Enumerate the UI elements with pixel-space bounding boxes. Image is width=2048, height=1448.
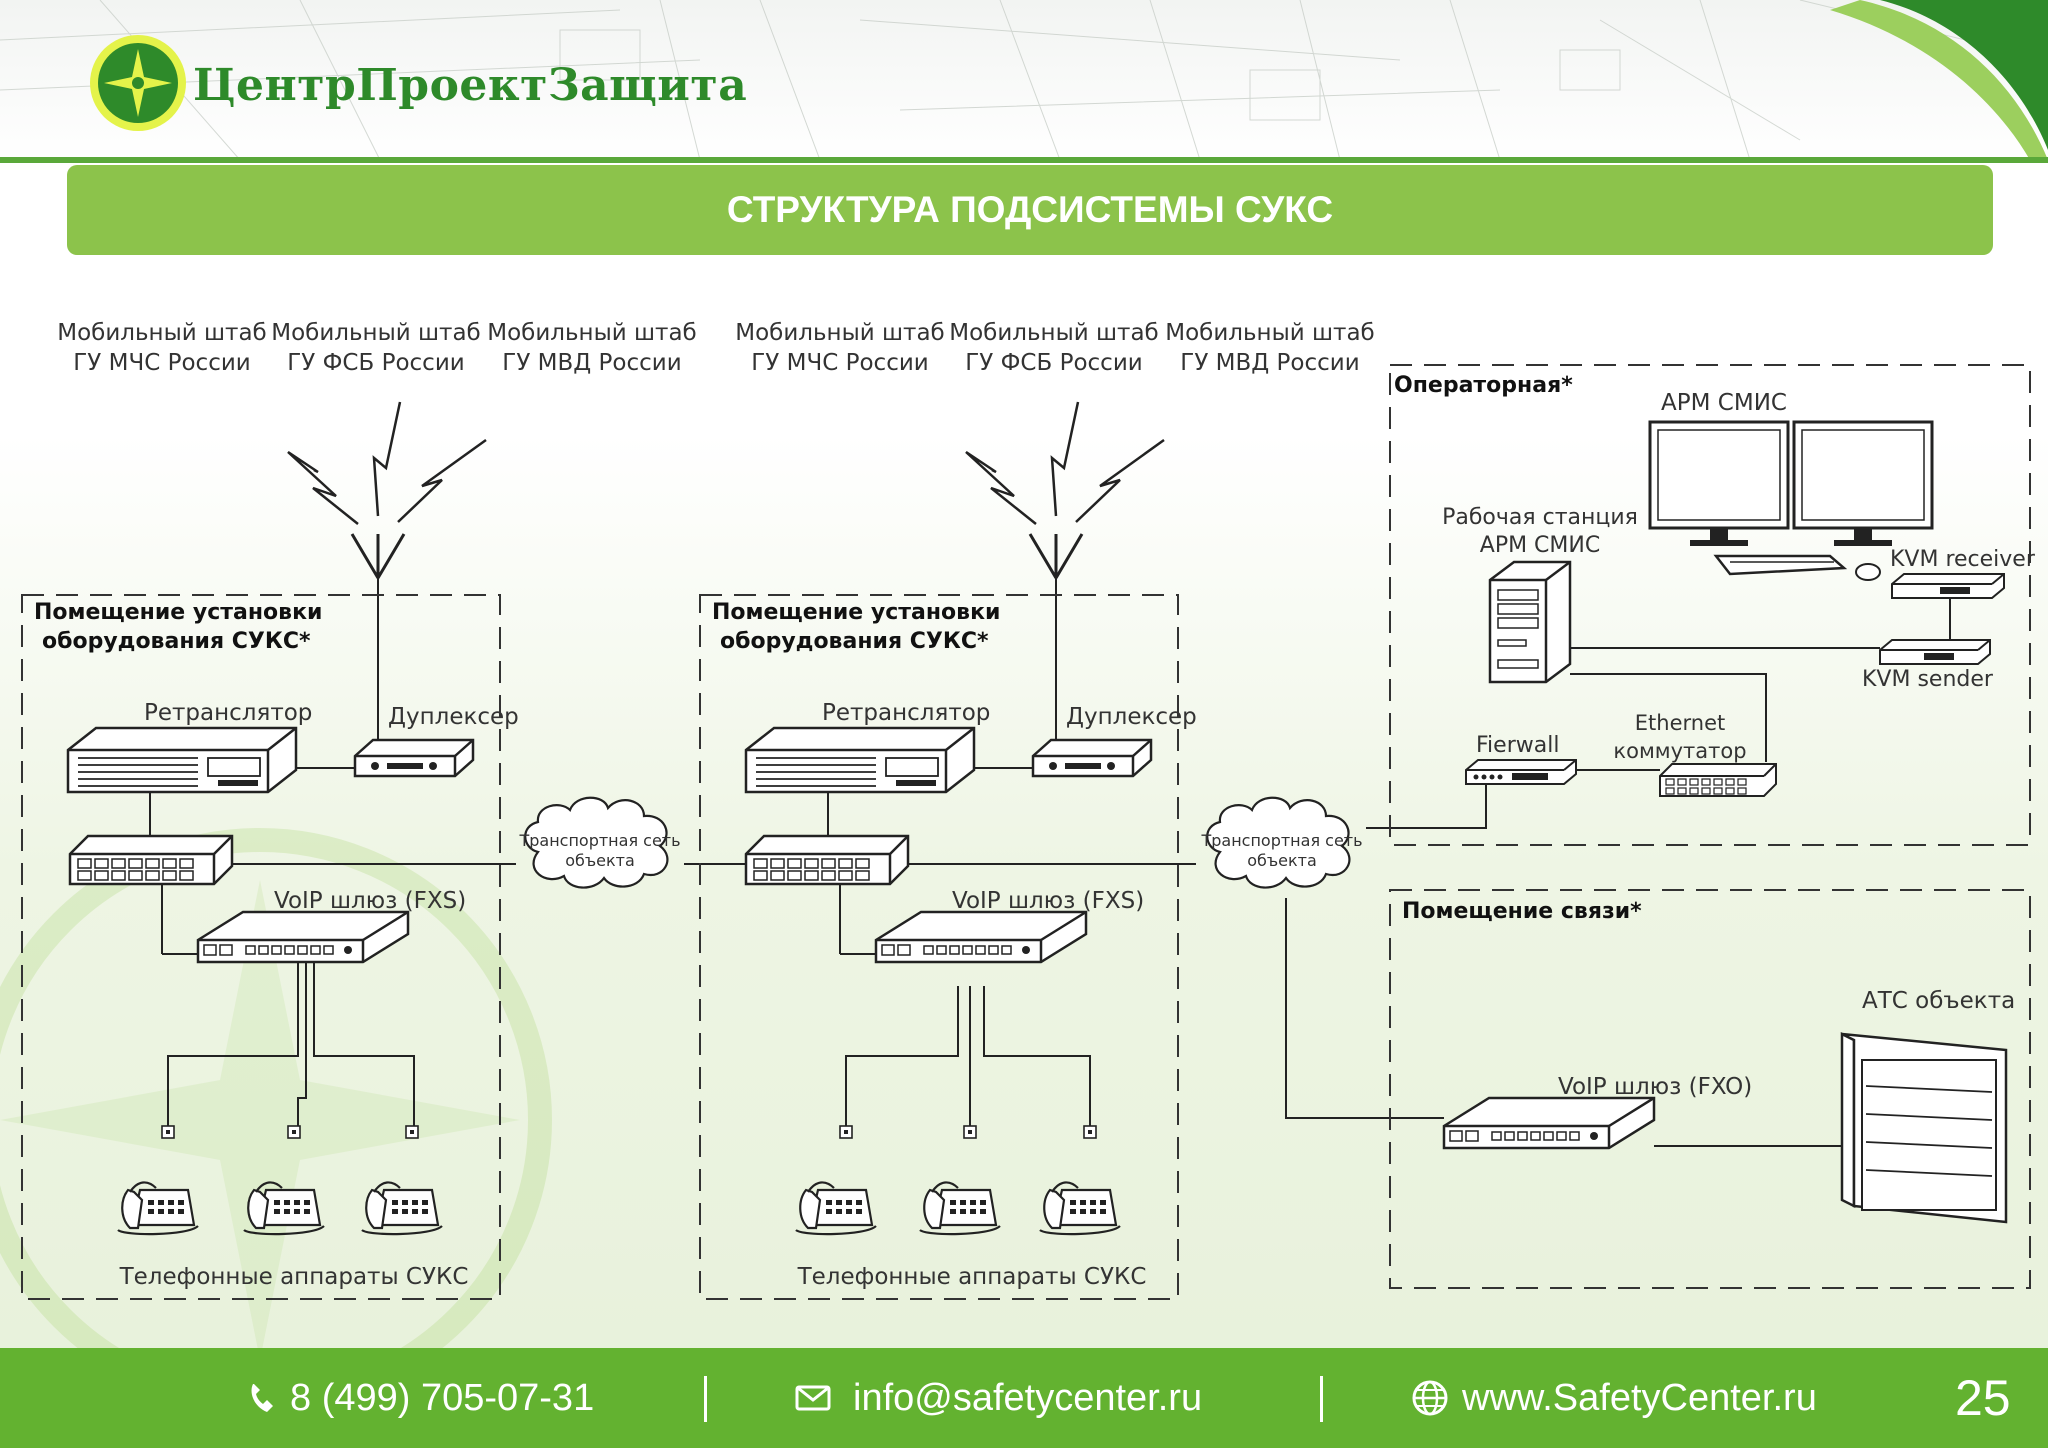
ethernet-switch-icon: [1659, 763, 1777, 797]
voip-fxs-label: VoIP шлюз (FXS): [274, 888, 466, 914]
kvm-receiver-icon: [1891, 573, 2005, 599]
ethernet-switch-label: Ethernet: [1635, 711, 1725, 735]
equipment-room-label: Помещение установки: [712, 600, 1000, 625]
comm-room-border: [1389, 889, 2031, 1289]
equipment-room-label: Помещение установки: [34, 600, 322, 625]
atc-cabinet-icon: [1840, 1031, 2008, 1224]
duplexer-label: Дуплексер: [1066, 704, 1197, 730]
keyboard-icon: [1713, 554, 1848, 576]
left-block: Мобильный штаб ГУ МЧС России Мобильный ш…: [21, 320, 697, 1300]
workstation-tower-icon: [1488, 560, 1572, 684]
envelope-icon: [795, 1385, 831, 1411]
monitor-icon: [1792, 420, 1934, 546]
telephone-icon: [918, 1124, 1002, 1236]
repeater-label: Ретранслятор: [144, 700, 312, 726]
voip-fxo-gateway-icon: [1442, 1096, 1656, 1150]
footer: 8 (499) 705-07-31 info@safetycenter.ru w…: [0, 1348, 2048, 1448]
voip-fxs-label: VoIP шлюз (FXS): [952, 888, 1144, 914]
kvm-sender-icon: [1879, 639, 1991, 665]
transport-network-cloud-2: Транспортная сеть объекта: [1200, 796, 1363, 889]
equipment-room-label: оборудования СУКС*: [720, 629, 989, 654]
voip-fxs-gateway-icon: [874, 910, 1088, 964]
workstation-label: АРМ СМИС: [1480, 533, 1600, 558]
repeater-device-icon: [744, 726, 976, 794]
page-number: 25: [1955, 1370, 2011, 1426]
operator-room-border: [1389, 364, 2031, 846]
comm-room-label: Помещение связи*: [1402, 899, 1642, 924]
compass-logo-icon: [90, 35, 186, 131]
firewall-label: Fierwall: [1476, 733, 1559, 758]
mobile-hq-agency: ГУ МВД России: [1180, 350, 1359, 376]
repeater-label: Ретранслятор: [822, 700, 990, 726]
mouse-icon: [1855, 563, 1881, 581]
transport-network-cloud-1: Транспортная сеть объекта: [518, 796, 681, 889]
header: [0, 0, 2048, 161]
mobile-hq-agency: ГУ ФСБ России: [965, 350, 1142, 376]
mobile-hq-agency: ГУ МВД России: [502, 350, 681, 376]
antenna-icon: [964, 400, 1166, 580]
middle-block: Мобильный штаб ГУ МЧС России Мобильный ш…: [699, 320, 1375, 1300]
antenna-icon: [286, 400, 488, 580]
voip-fxs-gateway-icon: [196, 910, 410, 964]
kvm-sender-label: KVM sender: [1862, 667, 1994, 692]
footer-phone[interactable]: 8 (499) 705-07-31: [290, 1377, 595, 1419]
firewall-icon: [1465, 759, 1577, 785]
telephone-icon: [1038, 1124, 1122, 1236]
page-title: СТРУКТУРА ПОДСИСТЕМЫ СУКС: [726, 189, 1334, 230]
mobile-hq-label: Мобильный штаб: [735, 320, 944, 346]
switch-device-icon: [744, 834, 910, 886]
ethernet-switch-label: коммутатор: [1613, 739, 1746, 763]
switch-device-icon: [68, 834, 234, 886]
atc-label: АТС объекта: [1862, 988, 2015, 1014]
arm-smis-label: АРМ СМИС: [1661, 390, 1787, 416]
phones-label: Телефонные аппараты СУКС: [797, 1264, 1147, 1290]
mobile-hq-agency: ГУ ФСБ России: [287, 350, 464, 376]
monitor-icon: [1648, 420, 1790, 546]
voip-fxo-label: VoIP шлюз (FXO): [1558, 1074, 1752, 1100]
transport-net-label: Транспортная сеть: [1200, 831, 1362, 850]
mobile-hq-label: Мобильный штаб: [57, 320, 266, 346]
mobile-hq-label: Мобильный штаб: [949, 320, 1158, 346]
header-background: [0, 0, 2048, 161]
communications-room: Помещение связи* VoIP шлюз (FXO) АТС объ…: [1389, 889, 2031, 1289]
transport-net-label: объекта: [1247, 851, 1317, 870]
mobile-hq-agency: ГУ МЧС России: [73, 350, 250, 376]
operator-room-label: Операторная*: [1394, 373, 1573, 398]
footer-website[interactable]: www.SafetyCenter.ru: [1462, 1377, 1817, 1419]
duplexer-device-icon: [353, 738, 475, 778]
mobile-hq-label: Мобильный штаб: [1165, 320, 1374, 346]
equipment-room-border: [699, 594, 1179, 1300]
mobile-hq-agency: ГУ МЧС России: [751, 350, 928, 376]
footer-separator: [1320, 1376, 1323, 1422]
transport-net-label: Транспортная сеть: [518, 831, 680, 850]
footer-separator: [704, 1376, 707, 1422]
kvm-receiver-label: KVM receiver: [1890, 547, 2036, 572]
header-rule: [0, 157, 2048, 163]
title-bar: СТРУКТУРА ПОДСИСТЕМЫ СУКС: [67, 165, 1993, 255]
equipment-room-border: [21, 594, 501, 1300]
transport-net-label: объекта: [565, 851, 635, 870]
phone-icon: [251, 1384, 273, 1412]
footer-email[interactable]: info@safetycenter.ru: [853, 1377, 1203, 1419]
company-logo-text: ЦентрПроектЗащита: [193, 60, 748, 111]
workstation-label: Рабочая станция: [1442, 505, 1638, 530]
mobile-hq-label: Мобильный штаб: [487, 320, 696, 346]
equipment-room-label: оборудования СУКС*: [42, 629, 311, 654]
duplexer-device-icon: [1031, 738, 1153, 778]
duplexer-label: Дуплексер: [388, 704, 519, 730]
operator-room: Операторная* АРМ СМИС Рабочая станция АР…: [1389, 364, 2036, 846]
repeater-device-icon: [66, 726, 298, 794]
phones-label: Телефонные аппараты СУКС: [119, 1264, 469, 1290]
globe-icon: [1412, 1380, 1448, 1416]
telephone-icon: [794, 1124, 878, 1236]
mobile-hq-label: Мобильный штаб: [271, 320, 480, 346]
